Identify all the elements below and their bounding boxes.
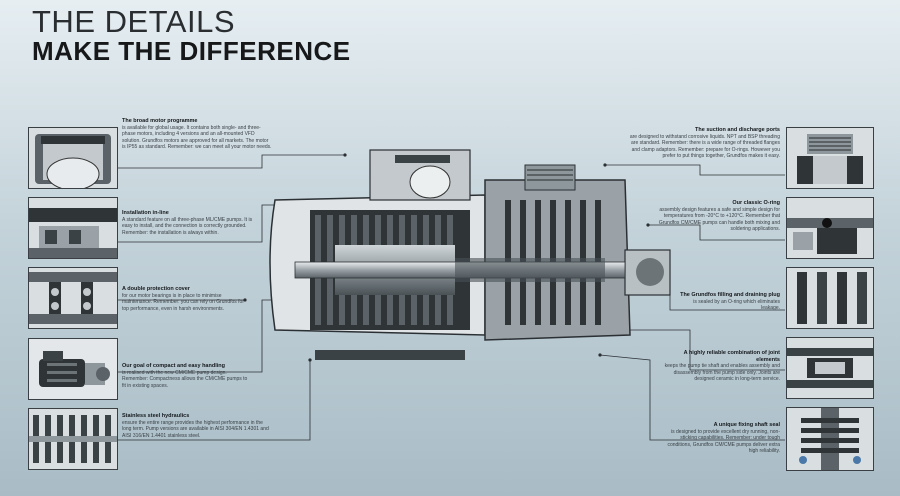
feature-joint-elements: A highly reliable combination of joint e… bbox=[662, 350, 780, 383]
feature-body: is realised with the new CM/CME pump des… bbox=[122, 369, 248, 389]
feature-shaft-seal: A unique fixing shaft seal is designed t… bbox=[662, 422, 780, 455]
title-line-2: MAKE THE DIFFERENCE bbox=[32, 36, 351, 66]
feature-suction-ports: The suction and discharge ports are desi… bbox=[628, 127, 780, 160]
feature-body: for our motor bearings is in place to mi… bbox=[122, 292, 245, 312]
feature-compact-handling: Our goal of compact and easy handling is… bbox=[122, 363, 252, 389]
feature-body: is sealed by an O-ring which eliminates … bbox=[693, 298, 780, 312]
feature-heading: A highly reliable combination of joint e… bbox=[683, 350, 780, 363]
o-ring-icon bbox=[786, 197, 874, 259]
feature-heading: Installation in-line bbox=[122, 210, 169, 216]
joint-element-icon bbox=[786, 337, 874, 399]
pump-cutaway bbox=[269, 149, 671, 360]
shaft-seal-icon bbox=[786, 407, 874, 471]
feature-body: are designed to withstand corrosive liqu… bbox=[629, 133, 780, 160]
feature-heading: The broad motor programme bbox=[122, 118, 198, 124]
feature-protection-cover: A double protection cover for our motor … bbox=[122, 286, 247, 312]
feature-body: is available for global usage. It contai… bbox=[122, 124, 272, 151]
drain-plug-icon bbox=[786, 267, 874, 329]
feature-o-ring: Our classic O-ring assembly design featu… bbox=[655, 200, 780, 233]
compact-pump-icon bbox=[28, 338, 118, 400]
terminal-box-icon bbox=[28, 127, 118, 189]
feature-body: ensure the entire range provides the hig… bbox=[122, 419, 269, 439]
feature-body: is designed to provide excellent dry run… bbox=[667, 428, 780, 455]
feature-heading: Stainless steel hydraulics bbox=[122, 413, 190, 419]
feature-installation: Installation in-line A standard feature … bbox=[122, 210, 262, 236]
feature-motor-programme: The broad motor programme is available f… bbox=[122, 118, 272, 151]
feature-heading: A unique fixing shaft seal bbox=[713, 422, 780, 428]
feature-hydraulics: Stainless steel hydraulics ensure the en… bbox=[122, 413, 272, 439]
feature-heading: A double protection cover bbox=[122, 286, 190, 292]
feature-body: assembly design features a safe and simp… bbox=[658, 206, 780, 233]
feature-heading: Our goal of compact and easy handling bbox=[122, 363, 225, 369]
cable-gland-icon bbox=[28, 197, 118, 259]
feature-heading: Our classic O-ring bbox=[732, 200, 780, 206]
feature-body: A standard feature on all three-phase ML… bbox=[122, 216, 253, 236]
feature-drain-plug: The Grundfos filling and draining plug i… bbox=[680, 292, 780, 312]
title-line-1: THE DETAILS bbox=[32, 4, 236, 39]
impeller-stack-icon bbox=[28, 408, 118, 470]
bearing-cover-icon bbox=[28, 267, 118, 329]
feature-heading: The Grundfos filling and draining plug bbox=[680, 292, 780, 298]
feature-heading: The suction and discharge ports bbox=[695, 127, 780, 133]
feature-body: keeps the pump tie shaft and enables ass… bbox=[664, 363, 780, 383]
port-thread-icon bbox=[786, 127, 874, 189]
